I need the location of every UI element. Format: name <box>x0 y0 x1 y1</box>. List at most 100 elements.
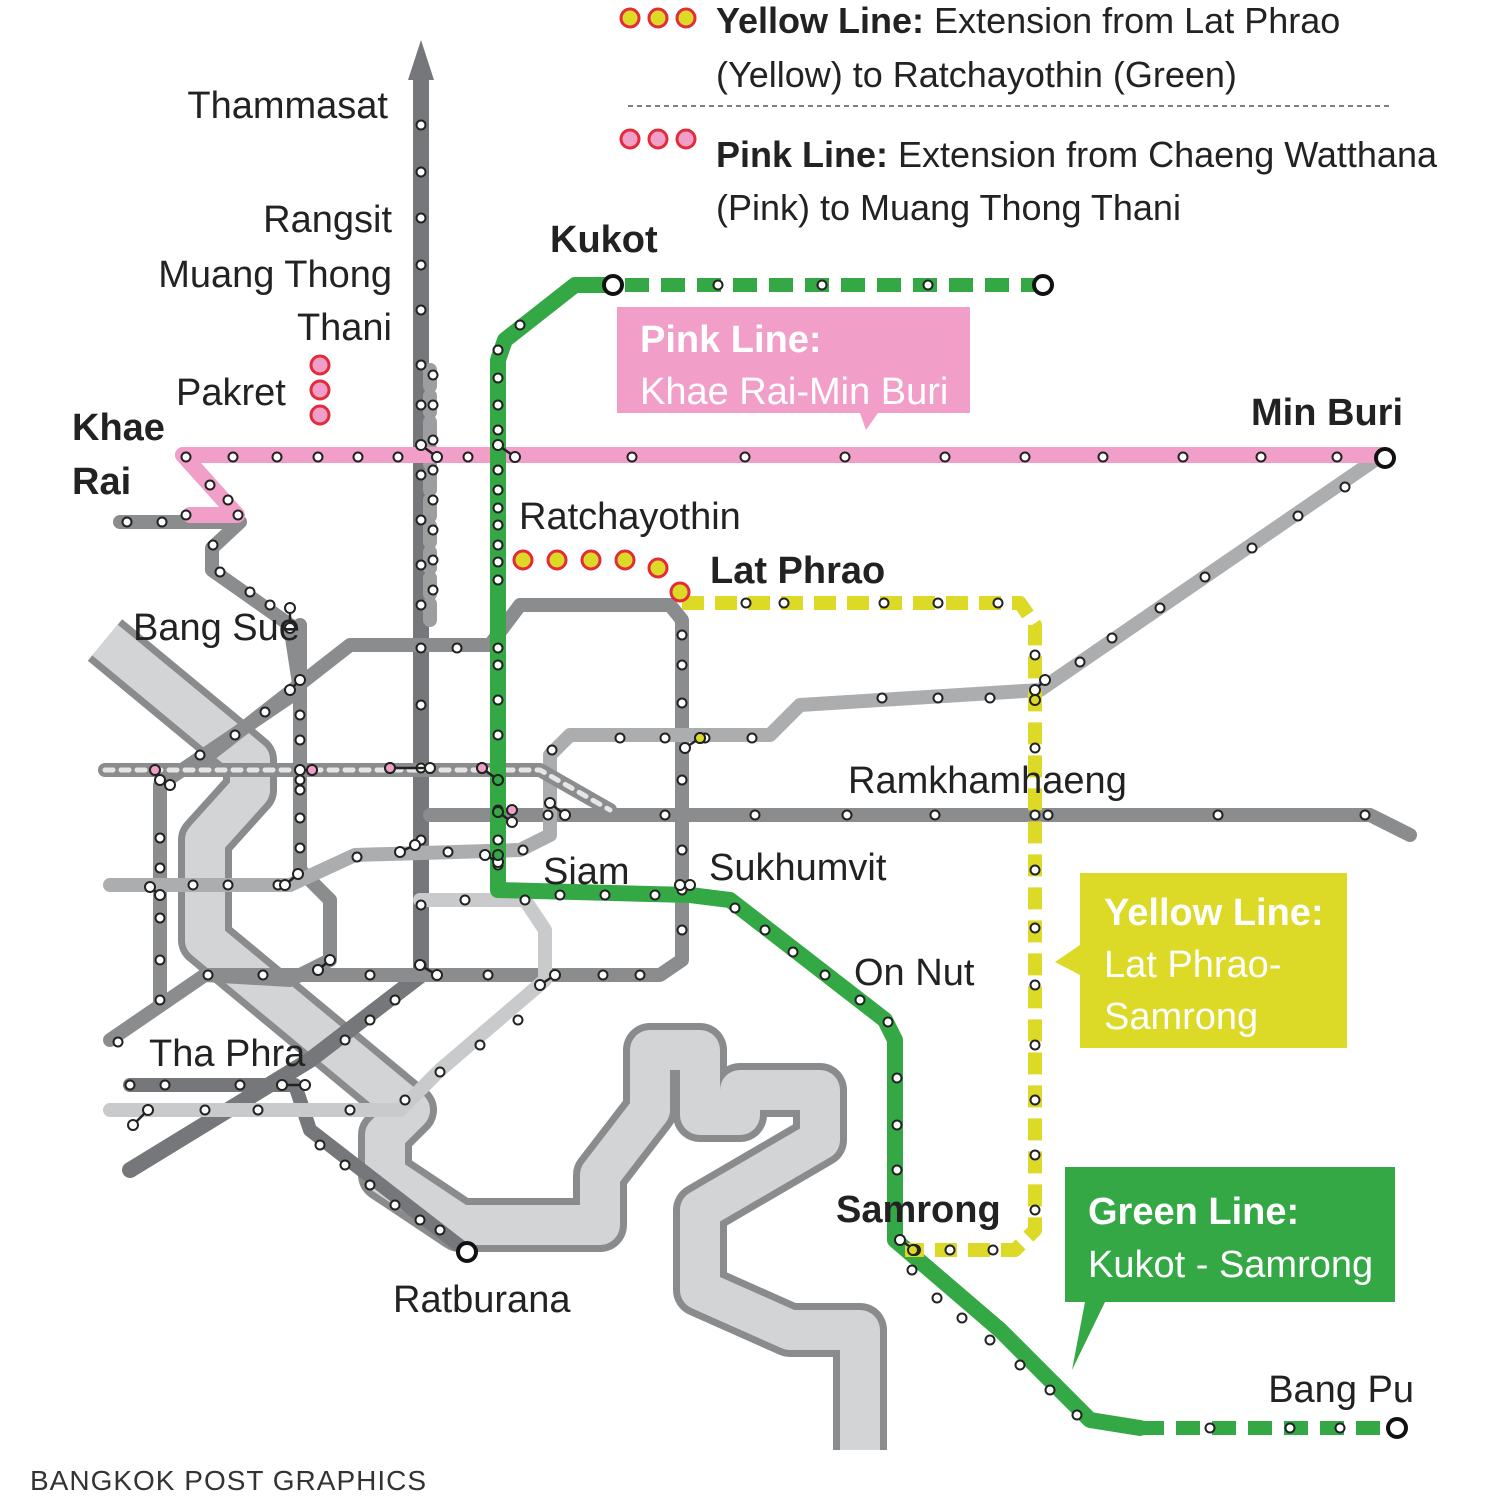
interchange-station <box>324 954 336 966</box>
line-east-west <box>423 808 1417 842</box>
interchange-station <box>1029 694 1041 706</box>
station-dot <box>427 399 439 411</box>
station-dot <box>459 894 471 906</box>
interchange-station <box>292 868 304 880</box>
station-dot <box>1029 649 1041 661</box>
station-dot <box>542 809 554 821</box>
station-dot <box>414 1214 426 1226</box>
station-dot <box>514 319 526 331</box>
station-dot <box>124 1079 136 1091</box>
interchange-station <box>684 879 696 891</box>
station-dot <box>1042 809 1054 821</box>
station-dot <box>676 659 688 671</box>
interchange-station <box>384 762 396 774</box>
interchange-station <box>127 1119 139 1131</box>
yellow-callout: Yellow Line: Lat Phrao- Samrong <box>1055 873 1347 1048</box>
station-dot <box>854 994 866 1006</box>
station-dot <box>492 834 504 846</box>
station-dot <box>1334 1422 1346 1434</box>
station-dot <box>222 494 234 506</box>
interchange-station <box>154 889 166 901</box>
station-dot <box>415 699 427 711</box>
yellow-callout-line3: Samrong <box>1104 996 1258 1038</box>
station-dot <box>434 1224 446 1236</box>
station-dot <box>1029 1094 1041 1106</box>
station-dot <box>427 524 439 536</box>
legend-pink-title: Pink Line: <box>716 134 888 175</box>
station-dot <box>676 844 688 856</box>
label-min-buri: Min Buri <box>1251 392 1403 434</box>
station-dot <box>1255 451 1267 463</box>
station-dot <box>1284 1422 1296 1434</box>
station-dot <box>492 484 504 496</box>
station-dot <box>434 1066 446 1078</box>
station-dot <box>746 732 758 744</box>
station-dot <box>1014 1359 1026 1371</box>
station-dot <box>389 994 401 1006</box>
station-dot <box>415 469 427 481</box>
yellow-legend-marker <box>647 7 669 29</box>
station-dot <box>519 894 531 906</box>
station-dot <box>492 574 504 586</box>
station-dot <box>180 509 192 521</box>
station-dot <box>344 1104 356 1116</box>
credit: BANGKOK POST GRAPHICS <box>30 1465 427 1496</box>
station-dot <box>599 889 611 901</box>
yellow-extension-marker <box>647 557 669 579</box>
station-dot <box>512 1014 524 1026</box>
station-dot <box>1212 809 1224 821</box>
interchange-station <box>279 879 291 891</box>
station-dot <box>415 514 427 526</box>
label-on-nut: On Nut <box>854 952 975 994</box>
pink-callout: Pink Line: Khae Rai-Min Buri <box>617 307 970 430</box>
pink-line <box>175 447 1393 523</box>
interchange-station <box>424 762 436 774</box>
interchange-station <box>479 849 491 861</box>
station-dot <box>159 1079 171 1091</box>
station-dot <box>294 734 306 746</box>
label-muang-thong-1: Muang Thong <box>158 254 392 296</box>
interchange-station <box>294 764 306 776</box>
station-dot <box>257 969 269 981</box>
interchange-station <box>476 762 488 774</box>
label-pakret: Pakret <box>176 372 286 414</box>
station-dot <box>839 451 851 463</box>
label-tha-phra: Tha Phra <box>149 1033 306 1075</box>
station-dot <box>929 809 941 821</box>
interchange-station <box>306 764 318 776</box>
legend-pink-line2: (Pink) to Muang Thong Thani <box>716 187 1181 228</box>
interchange-station <box>509 451 521 463</box>
interchange-station <box>506 816 518 828</box>
interchange-station <box>409 839 421 851</box>
station-dot <box>891 1119 903 1131</box>
station-dot <box>252 1104 264 1116</box>
station-dot <box>112 1036 124 1048</box>
interchange-station <box>431 969 443 981</box>
interchange-station <box>1039 674 1051 686</box>
label-bang-sue: Bang Sue <box>133 607 300 649</box>
label-ratburana: Ratburana <box>393 1279 571 1321</box>
station-dot <box>399 1094 411 1106</box>
station-dot <box>676 629 688 641</box>
line-west-1 <box>113 515 297 632</box>
station-dot <box>492 729 504 741</box>
label-ratchayothin: Ratchayothin <box>519 496 741 538</box>
station-dot <box>1154 602 1166 614</box>
station-dot <box>676 924 688 936</box>
yellow-extension-marker <box>614 549 636 571</box>
station-dot <box>294 842 306 854</box>
legend-yellow-text: Yellow Line: Extension from Lat Phrao <box>716 0 1340 41</box>
station-dot <box>1177 451 1189 463</box>
station-dot <box>415 399 427 411</box>
station-dot <box>314 1139 326 1151</box>
label-sukhumvit: Sukhumvit <box>709 847 887 889</box>
station-dot <box>932 597 944 609</box>
station-dot <box>492 464 504 476</box>
interchange-station <box>284 684 296 696</box>
station-dot <box>415 259 427 271</box>
station-dot <box>427 584 439 596</box>
station-dot <box>229 729 241 741</box>
station-dot <box>984 692 996 704</box>
station-dot <box>482 969 494 981</box>
label-samrong: Samrong <box>836 1189 1001 1231</box>
